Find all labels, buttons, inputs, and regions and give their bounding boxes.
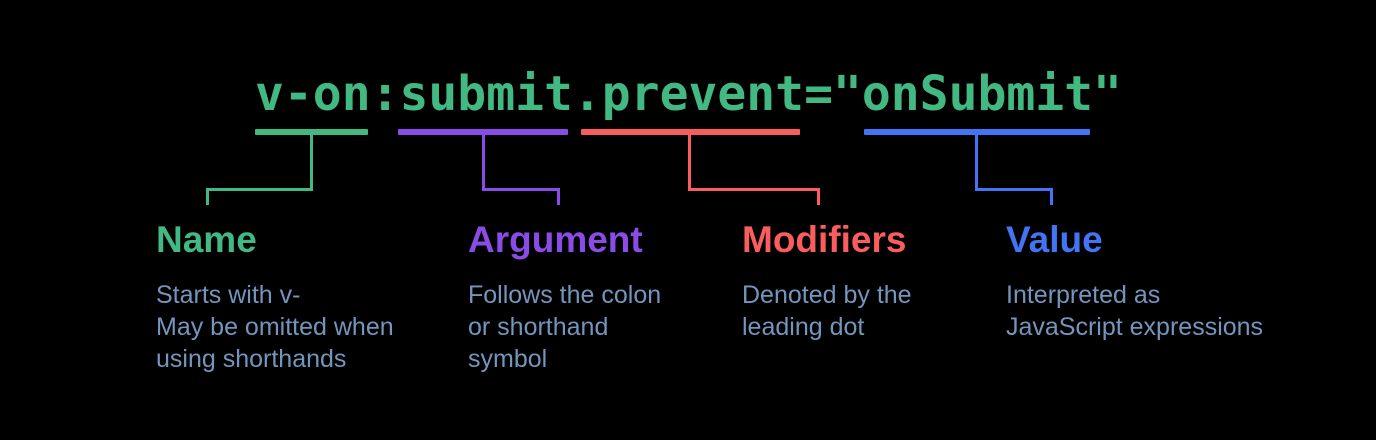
- value-connector-drop: [1050, 188, 1053, 205]
- name-description-line: Starts with v-: [156, 281, 301, 309]
- value-description: Interpreted as JavaScript expressions: [1006, 279, 1263, 343]
- name-connector-drop: [206, 188, 209, 205]
- value-connector-stem: [975, 132, 978, 191]
- argument-label: Argument: [468, 219, 643, 260]
- modifiers-connector-drop: [817, 188, 820, 205]
- argument-connector-elbow: [482, 188, 560, 191]
- value-description-line: JavaScript expressions: [1006, 313, 1264, 341]
- argument-connector-stem: [482, 132, 485, 191]
- name-connector-stem: [310, 132, 313, 191]
- name-description-line: May be omitted when: [156, 313, 394, 341]
- argument-description-line: Follows the colon: [468, 281, 662, 309]
- value-label: Value: [1006, 219, 1103, 260]
- argument-description-line: symbol: [468, 345, 548, 373]
- modifiers-description-line: leading dot: [742, 313, 865, 341]
- modifiers-connector-elbow: [688, 188, 820, 191]
- value-connector-elbow: [975, 188, 1053, 191]
- modifiers-description-line: Denoted by the: [742, 281, 912, 309]
- name-description: Starts with v- May be omitted when using…: [156, 279, 394, 375]
- name-label: Name: [156, 219, 257, 260]
- modifiers-label: Modifiers: [742, 219, 907, 260]
- value-description-line: Interpreted as: [1006, 281, 1161, 309]
- modifiers-connector-stem: [688, 132, 691, 191]
- argument-description-line: or shorthand: [468, 313, 609, 341]
- directive-code-text: v-on:submit.prevent="onSubmit": [255, 66, 1122, 122]
- argument-connector-drop: [557, 188, 560, 205]
- argument-description: Follows the colon or shorthand symbol: [468, 279, 661, 375]
- name-connector-elbow: [206, 188, 313, 191]
- name-description-line: using shorthands: [156, 345, 347, 373]
- modifiers-description: Denoted by the leading dot: [742, 279, 912, 343]
